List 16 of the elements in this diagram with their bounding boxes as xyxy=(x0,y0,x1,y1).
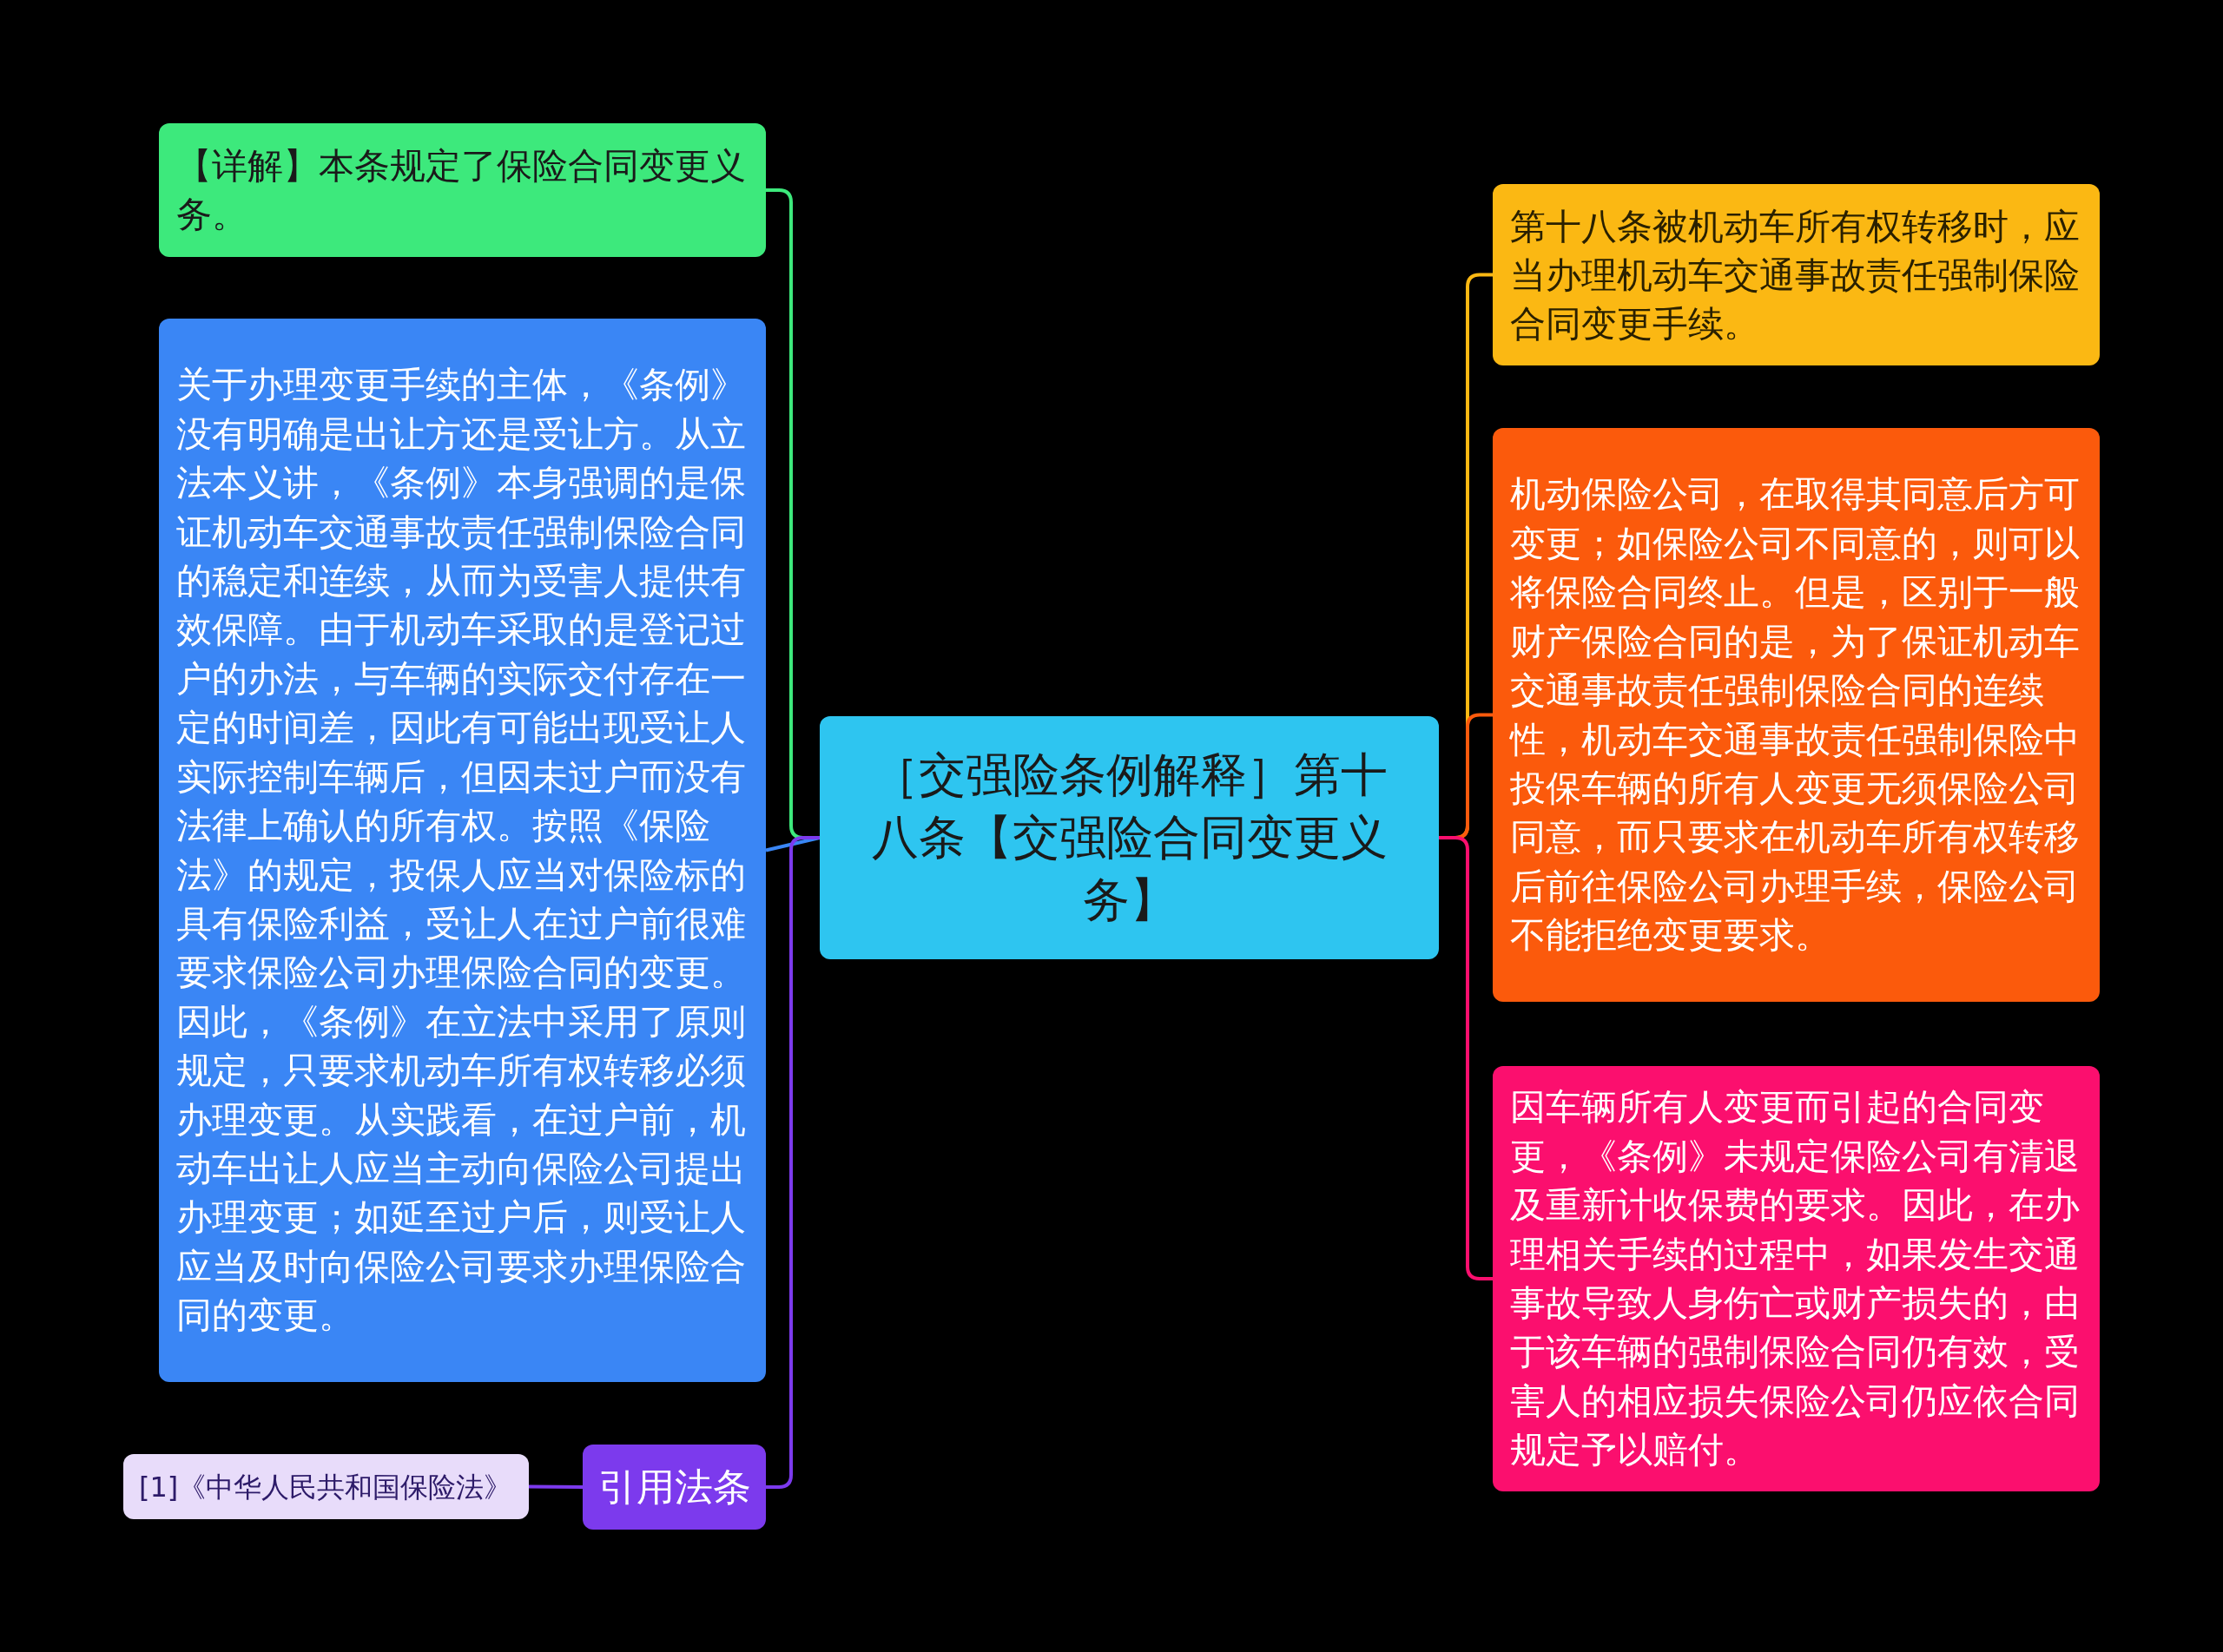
connector-line xyxy=(1439,836,1493,1280)
note-text: 【详解】本条规定了保险合同变更义务。 xyxy=(176,144,747,237)
note-text: [1]《中华人民共和国保险法》 xyxy=(139,1469,513,1504)
note-box xyxy=(1493,428,2100,1002)
topic-title: ［交强险条例解释］第十八条【交强险合同变更义务】 xyxy=(870,747,1389,929)
note-box xyxy=(159,123,766,257)
note-text: 引用法条 xyxy=(597,1464,752,1510)
note-text: 关于办理变更手续的主体，《条例》没有明确是出让方还是受让方。从立法本义讲，《条例》本身强调的是保证机动车交通事故责任强制保险合同的稳定和连续，从而为受害人提供有效保障。由于机动车采取的是登记过户的办法，与车辆的实际交付存在一定的时间差，因此有可能出现受让人实际控制车辆后，但因未过户而没有法律上确认的所有权。按照《保险法》的规定，投保人应当对保险标的具有保险利益，受让人在过户前很难要求保险公司办理保险合同的变更。因此，《条例》在立法中采用了原则规定，只要求机动车所有权转移必须办理变更。从实践看，在过户前，机动车出让人应当主动向保险公司提出办理变更；如延至过户后，则受让人应当及时向保险公司要求办理保险合同的变更。 xyxy=(176,363,747,1339)
note-text: 因车辆所有人变更而引起的合同变更，《条例》未规定保险公司有清退及重新计收保费的要求。因此，在办理相关手续的过程中，如果发生交通事故导致人身伤亡或财产损失的，由于该车辆的强制保险合同仍有效，受害人的相应损失保险公司仍应依合同规定予以赔付。 xyxy=(1510,1085,2081,1473)
note-text: 第十八条被机动车所有权转移时，应当办理机动车交通事故责任强制保险合同变更手续。 xyxy=(1510,204,2081,346)
connector-line xyxy=(529,1484,583,1489)
note-text: 机动保险公司，在取得其同意后方可变更；如保险公司不同意的，则可以将保险合同终止。但是，区别于一般财产保险合同的是，为了保证机动车交通事故责任强制保险合同的连续性，机动车交通事故责任强制保险中投保车辆的所有人变更无须保险公司同意，而只要求在机动车所有权转移后前往保险公司办理手续，保险公司不能拒绝变更要求。 xyxy=(1510,472,2081,958)
topic-box xyxy=(820,716,1439,959)
reference-box xyxy=(123,1454,529,1519)
note-box xyxy=(1493,184,2100,365)
topic-box xyxy=(583,1445,766,1530)
